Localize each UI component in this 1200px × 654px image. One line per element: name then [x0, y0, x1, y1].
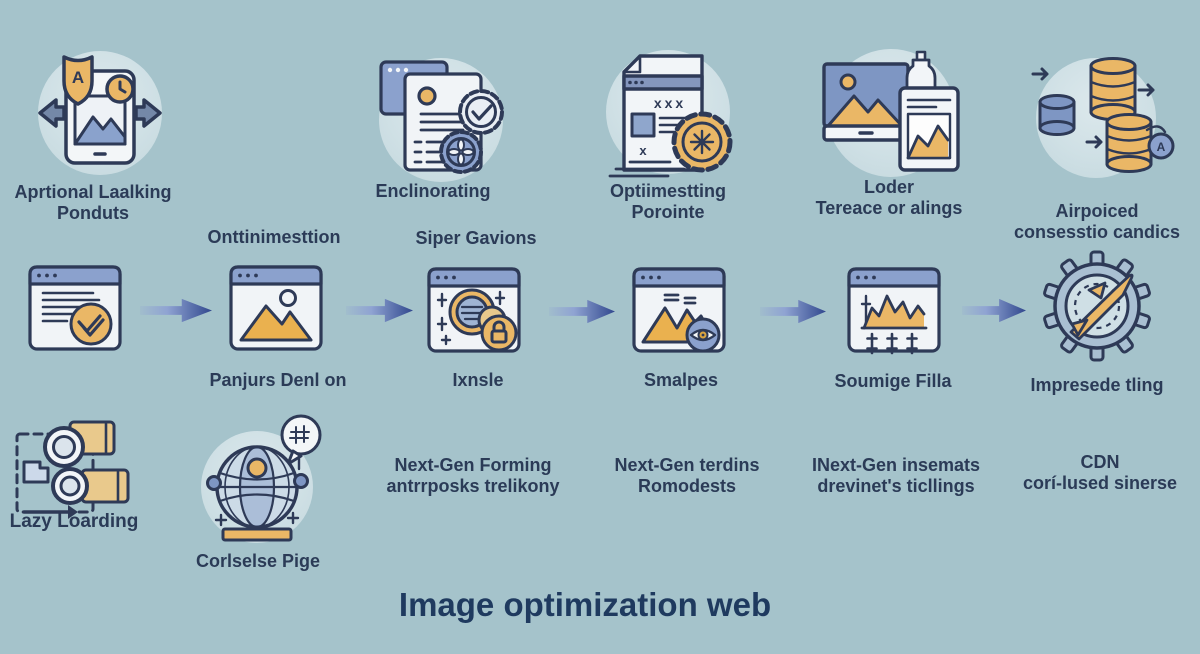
svg-text:A: A [72, 68, 84, 87]
image-sync-shield-icon: A [38, 55, 162, 165]
flow-label-step2: Panjurs Denl on [209, 370, 347, 390]
flow-label-step5: Soumige Filla [834, 371, 952, 391]
photo-report-bottle-icon [822, 50, 960, 172]
magnifier-lock-icon [427, 267, 521, 353]
chart-grid-icon [847, 267, 941, 355]
svg-text:xxx: xxx [654, 95, 686, 111]
flow-label-step3: Ixnsle [452, 370, 504, 390]
database-transfer-icon: A [1031, 57, 1175, 173]
flow-label-above-step2: Onttinimesttion [207, 227, 341, 247]
image-window-icon [229, 265, 323, 351]
flow-arrow [760, 299, 826, 324]
document-check-icon [28, 265, 122, 351]
lazy-loading-icon [15, 420, 130, 519]
flow-label-above-step3: Siper Gavions [415, 228, 537, 248]
flow-label-step6: Impresede tling [1030, 375, 1164, 395]
flow-arrow [549, 299, 615, 324]
svg-text:A: A [1157, 140, 1166, 154]
globe-page-icon [206, 414, 322, 542]
document-gears-icon [379, 60, 504, 174]
globe-label: Corlselse Pige [195, 551, 321, 571]
page-title: Image optimization web [398, 586, 772, 623]
mountains-eye-icon [632, 267, 726, 353]
flow-arrow [346, 298, 413, 323]
flow-label-step4: Smalpes [643, 370, 719, 390]
svg-text:x: x [639, 143, 647, 158]
lazy-loading-label: Lazy Loarding [9, 511, 139, 532]
top-label-2: Enclinorating [375, 181, 491, 201]
flow-arrow [140, 298, 212, 323]
gear-plane-icon [1043, 250, 1151, 362]
webpage-badge-icon: xxx x [608, 54, 733, 178]
flow-arrow [962, 298, 1026, 323]
